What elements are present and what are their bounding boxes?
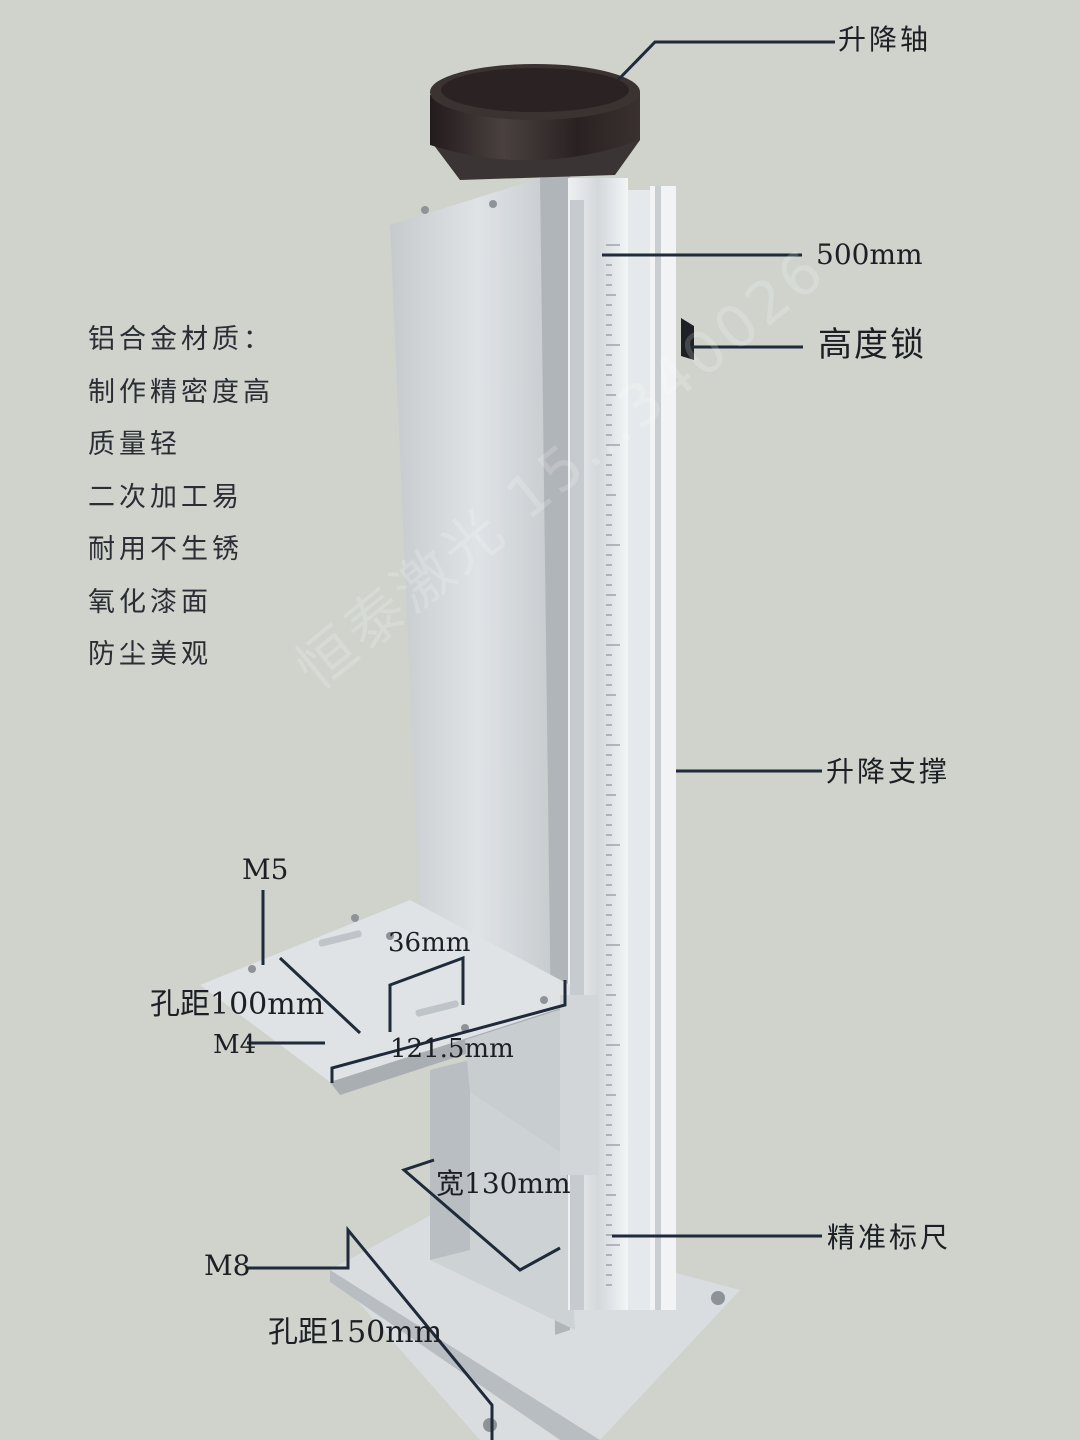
label-travel: 500mm xyxy=(816,238,923,271)
label-121-5mm: 121.5mm xyxy=(390,1034,514,1064)
feature-precision: 制作精密度高 xyxy=(88,376,274,408)
feature-oxidized: 氧化漆面 xyxy=(88,586,212,618)
label-width-130mm: 宽130mm xyxy=(436,1167,571,1200)
label-36mm: 36mm xyxy=(388,928,471,958)
feature-list: 铝合金材质： 制作精密度高 质量轻 二次加工易 耐用不生锈 氧化漆面 防尘美观 xyxy=(88,322,274,690)
label-m4: M4 xyxy=(213,1030,257,1060)
label-m8: M8 xyxy=(204,1249,251,1282)
label-hole-100mm: 孔距100mm xyxy=(150,987,325,1022)
feature-dustproof: 防尘美观 xyxy=(88,639,212,670)
label-scale: 精准标尺 xyxy=(827,1221,952,1254)
height-lock-lever xyxy=(681,318,694,360)
label-hole-150mm: 孔距150mm xyxy=(268,1315,443,1350)
label-height-lock: 高度锁 xyxy=(818,325,926,365)
scale-ticks xyxy=(606,244,620,1286)
label-lift-support: 升降支撑 xyxy=(826,755,951,788)
label-lift-axis: 升降轴 xyxy=(838,23,932,56)
knob xyxy=(430,64,640,180)
feature-light: 质量轻 xyxy=(88,429,181,460)
leader-lines xyxy=(247,40,835,1440)
feature-machinable: 二次加工易 xyxy=(88,481,243,513)
label-m5: M5 xyxy=(242,853,289,886)
feature-rustproof: 耐用不生锈 xyxy=(88,534,243,565)
feature-material: 铝合金材质： xyxy=(88,324,274,355)
